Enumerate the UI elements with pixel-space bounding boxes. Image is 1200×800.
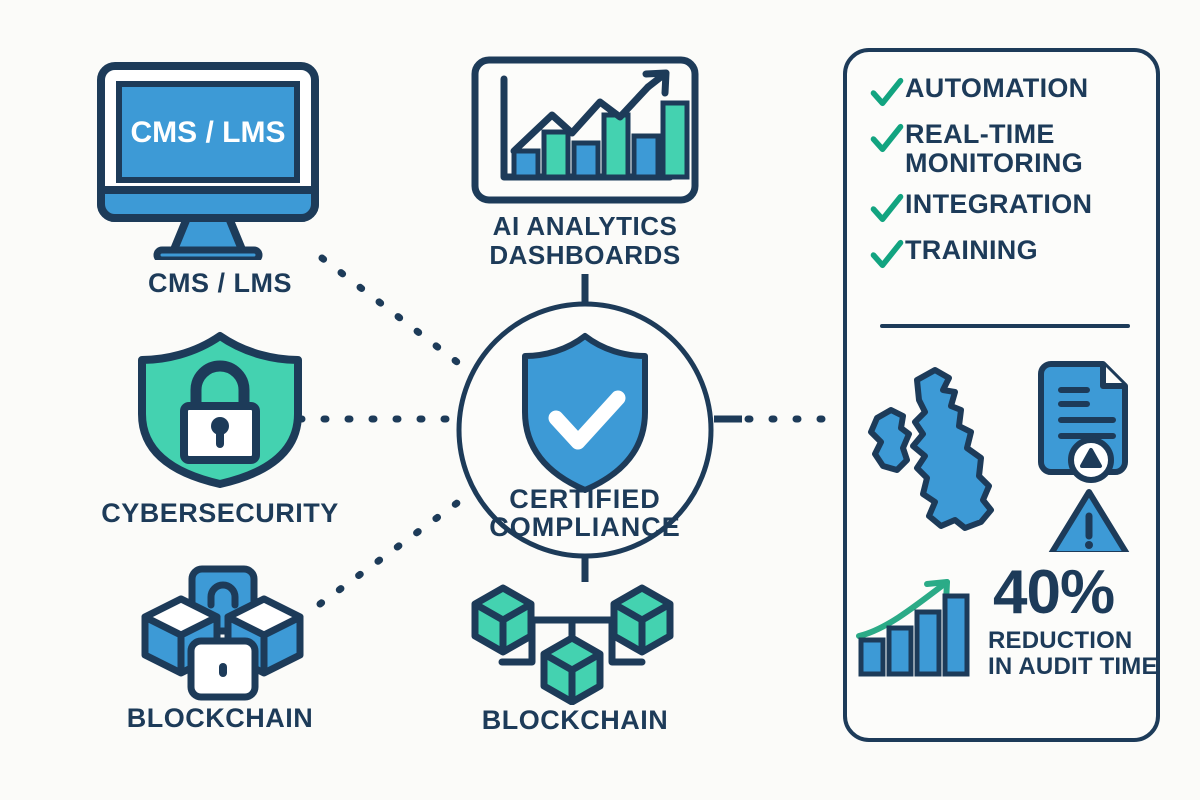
check-icon bbox=[870, 77, 904, 107]
bar-6 bbox=[660, 100, 690, 180]
bar-5 bbox=[631, 133, 661, 180]
check-icon bbox=[870, 123, 904, 153]
shield-check-icon bbox=[522, 333, 648, 493]
trend-arrow bbox=[642, 69, 670, 97]
stat-caption: REDUCTION IN AUDIT TIME bbox=[988, 627, 1158, 681]
shield-lock-icon bbox=[138, 332, 302, 488]
hub-title-line1: CERTIFIED bbox=[509, 484, 661, 514]
checklist-item-real-time-monitoring[interactable]: REAL-TIME MONITORING bbox=[869, 119, 1144, 179]
blockchain-cubes-lock-icon bbox=[141, 565, 304, 701]
panel-icon-group bbox=[868, 361, 1130, 552]
bar-1 bbox=[511, 148, 541, 180]
check-icon bbox=[548, 390, 626, 450]
bar-chart-trend-icon bbox=[471, 56, 699, 204]
bar-2 bbox=[541, 129, 571, 180]
stat-bar-3 bbox=[914, 609, 942, 677]
growth-bar-chart-icon bbox=[856, 579, 970, 677]
warning-triangle-icon bbox=[1048, 489, 1130, 552]
ai-analytics-label: AI ANALYTICS DASHBOARDS bbox=[489, 211, 681, 271]
cms-lms-label: CMS / LMS bbox=[148, 268, 292, 298]
checklist: AUTOMATION REAL-TIME MONITORING INTEGRAT… bbox=[869, 73, 1144, 282]
hub-title-line2: COMPLIANCE bbox=[489, 512, 681, 542]
checklist-item-label: INTEGRATION bbox=[905, 189, 1093, 220]
trend-line bbox=[510, 83, 652, 155]
checklist-item-automation[interactable]: AUTOMATION bbox=[869, 73, 1144, 108]
checklist-item-integration[interactable]: INTEGRATION bbox=[869, 190, 1144, 224]
document-alert-icon bbox=[1038, 361, 1128, 483]
blockchain-left-label: BLOCKCHAIN bbox=[126, 703, 314, 733]
uk-ireland-map-icon bbox=[868, 367, 994, 531]
cms-screen-text: CMS / LMS bbox=[131, 116, 286, 149]
check-icon bbox=[870, 240, 904, 269]
panel-divider bbox=[880, 324, 1130, 328]
stat-number: 40% bbox=[993, 558, 1115, 627]
stat-bar-2 bbox=[886, 625, 914, 677]
stat-bar-1 bbox=[858, 637, 886, 677]
checklist-item-training[interactable]: TRAINING bbox=[869, 236, 1144, 270]
cms-lms-icon: CMS / LMS bbox=[97, 62, 319, 260]
cybersecurity-label: CYBERSECURITY bbox=[101, 498, 339, 528]
checklist-item-label: AUTOMATION bbox=[905, 73, 1089, 103]
certified-compliance-hub: CERTIFIED COMPLIANCE bbox=[456, 301, 714, 559]
stat-bar-4 bbox=[942, 593, 970, 677]
checklist-item-label: REAL-TIME MONITORING bbox=[905, 119, 1083, 179]
bar-4 bbox=[601, 112, 631, 180]
checklist-item-label: TRAINING bbox=[905, 235, 1038, 266]
stat-block: 40% REDUCTION IN AUDIT TIME bbox=[855, 558, 1158, 720]
blockchain-network-icon bbox=[471, 584, 674, 705]
check-icon bbox=[870, 194, 904, 223]
bar-3 bbox=[571, 140, 601, 180]
blockchain-center-label: BLOCKCHAIN bbox=[481, 705, 669, 735]
